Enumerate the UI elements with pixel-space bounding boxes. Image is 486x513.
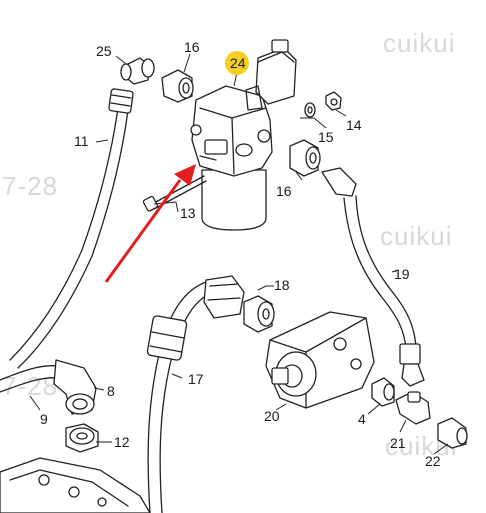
fitting-4 xyxy=(371,377,395,407)
hose-11 xyxy=(9,88,134,369)
callout-8: 8 xyxy=(107,383,115,399)
callout-19: 19 xyxy=(394,266,410,282)
callout-9: 9 xyxy=(40,411,48,427)
callout-12: 12 xyxy=(114,434,130,450)
leader-lines xyxy=(29,53,449,455)
callout-24-highlight xyxy=(225,51,249,75)
nut-14 xyxy=(325,91,342,111)
callout-20: 20 xyxy=(264,408,280,424)
elbow-fitting-25 xyxy=(120,57,155,85)
bolt-13 xyxy=(142,175,207,212)
watermark-cuikui-middle: cuikui xyxy=(380,221,452,251)
callout-16-top: 16 xyxy=(184,39,200,55)
callout-14: 14 xyxy=(346,117,362,133)
callout-15: 15 xyxy=(318,129,334,145)
callout-labels: 25 16 24 11 15 14 16 13 19 18 17 8 9 12 … xyxy=(40,39,441,469)
elbow-fitting-8 xyxy=(0,359,97,415)
callout-21: 21 xyxy=(390,435,406,451)
fitting-22 xyxy=(437,417,468,449)
callout-4: 4 xyxy=(358,411,366,427)
callout-24: 24 xyxy=(230,55,246,71)
hose-19 xyxy=(321,167,425,387)
callout-22: 22 xyxy=(425,453,441,469)
red-arrow xyxy=(104,164,196,283)
watermark-7-28-upper: 7-28 xyxy=(2,171,58,201)
callout-25: 25 xyxy=(96,43,112,59)
callout-13: 13 xyxy=(180,205,196,221)
valve-block xyxy=(0,457,151,513)
adapter-18 xyxy=(243,295,275,333)
gear-pump-20 xyxy=(265,311,375,409)
callout-18: 18 xyxy=(274,277,290,293)
plug-12 xyxy=(65,423,99,453)
hose-17 xyxy=(146,275,245,513)
watermark-cuikui-top: cuikui xyxy=(383,28,455,58)
adapter-16-top xyxy=(161,69,194,103)
watermarks: cuikui cuikui cuikui 7-28 7-28 xyxy=(2,28,456,461)
adapter-16-right xyxy=(289,139,321,177)
callout-16-right: 16 xyxy=(276,183,292,199)
filter-housing-24 xyxy=(190,39,297,231)
callout-17: 17 xyxy=(188,371,204,387)
washer-15 xyxy=(304,102,316,118)
callout-11: 11 xyxy=(74,133,89,149)
tee-fitting-21 xyxy=(395,391,431,425)
